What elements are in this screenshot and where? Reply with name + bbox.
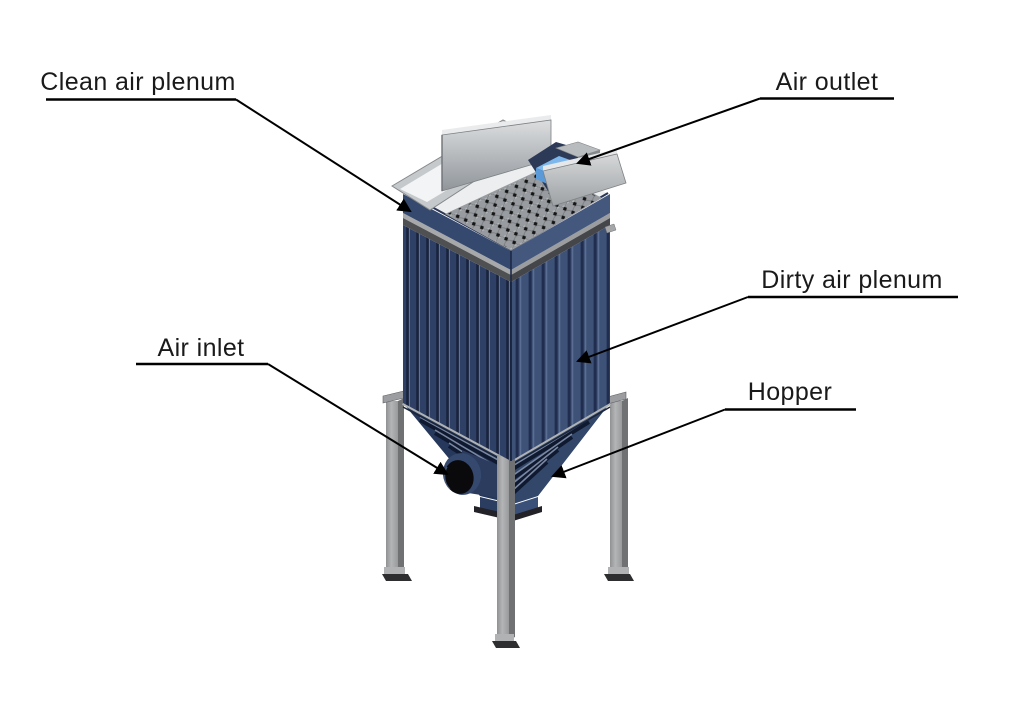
leader-hopper — [551, 408, 856, 479]
leader-air-outlet — [576, 97, 894, 166]
dirty-air-plenum-body — [403, 213, 610, 461]
label-air-outlet: Air outlet — [775, 68, 879, 96]
leg-left — [382, 389, 412, 581]
leg-front — [492, 452, 520, 648]
label-clean-air-plenum: Clean air plenum — [40, 68, 236, 96]
leader-dirty-air-plenum — [576, 295, 958, 364]
leader-lines — [46, 97, 958, 479]
leader-air-inlet — [136, 362, 449, 476]
label-hopper: Hopper — [747, 378, 833, 406]
label-dirty-air-plenum: Dirty air plenum — [761, 266, 943, 294]
leader-clean-air-plenum — [46, 98, 412, 213]
label-air-inlet: Air inlet — [157, 334, 245, 362]
leg-right — [599, 391, 634, 581]
air-inlet-pipe — [442, 450, 500, 498]
lifting-lug — [604, 223, 617, 234]
